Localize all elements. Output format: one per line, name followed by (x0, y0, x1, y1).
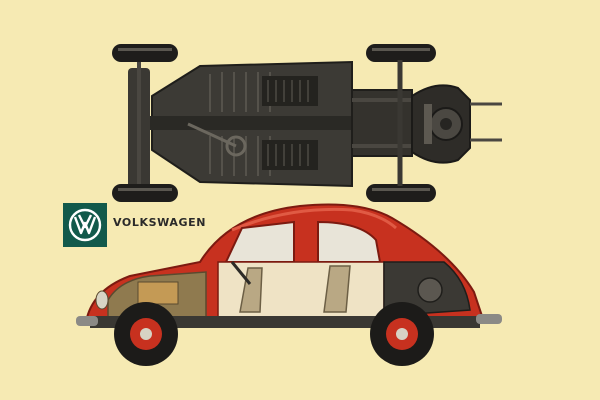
rear-seat (323, 265, 351, 313)
chassis-top-view (112, 44, 502, 202)
rear-window (317, 220, 382, 263)
front-bumper (76, 316, 98, 326)
wheel-rear-left (366, 44, 436, 62)
rear-bumper (476, 314, 502, 324)
brand-name: VOLKSWAGEN (113, 216, 207, 229)
car-wheels (114, 302, 434, 366)
vw-logo (63, 203, 107, 247)
car-cutaway-side-view (76, 203, 502, 366)
wheel-front-right (112, 184, 178, 202)
central-tunnel (150, 116, 370, 130)
headlamp (95, 290, 109, 310)
wheel-rear-right (366, 184, 436, 202)
steering-wheel (230, 261, 252, 285)
vw-logo-icon (68, 208, 102, 242)
rear-seat-recess-left (262, 76, 318, 106)
chassis-wheels (112, 44, 436, 202)
wheel-front-left (112, 44, 178, 62)
steering-column (225, 135, 247, 157)
rear-seat-recess-right (262, 140, 318, 170)
front-seat (239, 267, 263, 313)
